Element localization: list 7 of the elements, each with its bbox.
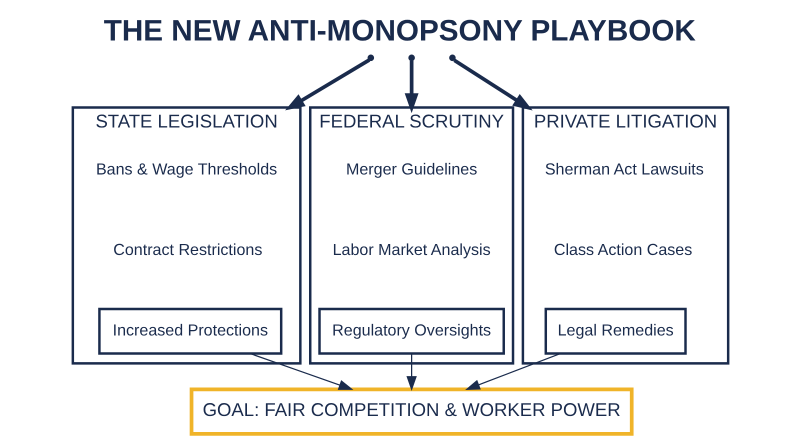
node-text: Sherman Act Lawsuits [544, 160, 704, 179]
node-text: Class Action Cases [553, 241, 692, 260]
node-text: Bans & Wage Thresholds [95, 160, 277, 179]
node-text: Labor Market Analysis [332, 241, 490, 260]
diagram-title: THE NEW ANTI-MONOPSONY PLAYBOOK [103, 14, 696, 48]
node-text: Contract Restrictions [112, 241, 262, 260]
node-text: Merger Guidelines [346, 160, 477, 179]
